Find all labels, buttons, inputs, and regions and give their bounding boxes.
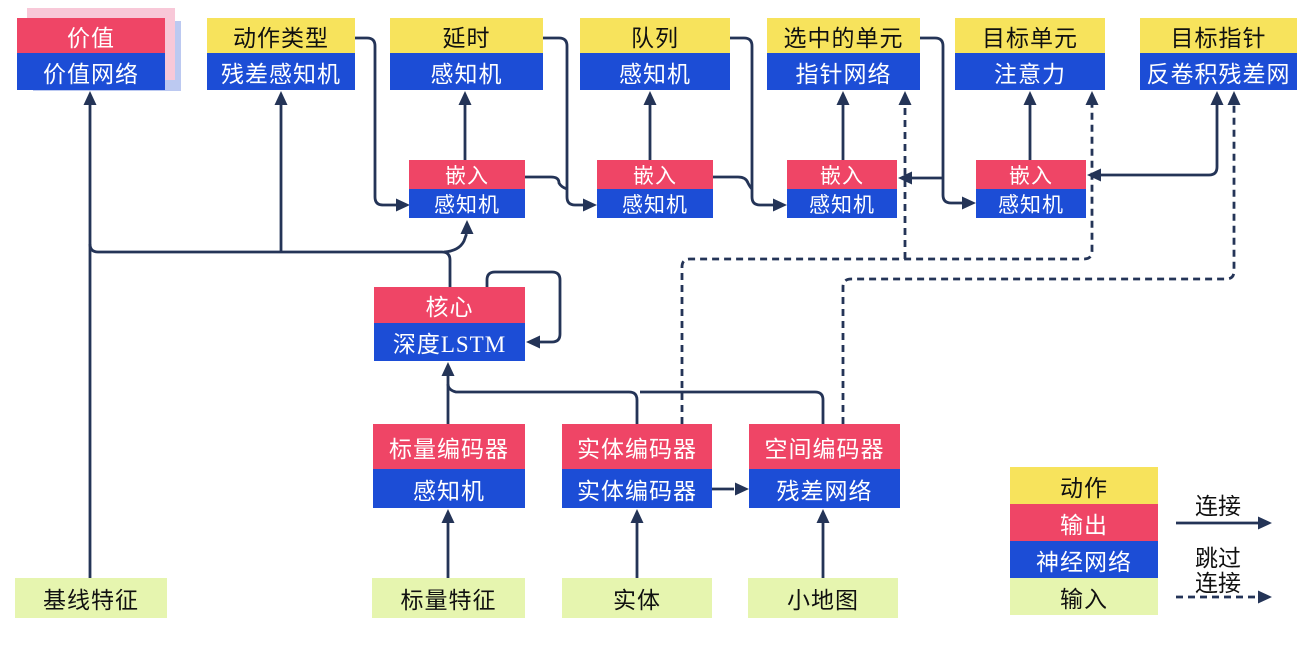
head-action-type-network-label: 残差感知机 bbox=[207, 53, 355, 90]
head-target-point-label: 目标指针 bbox=[1140, 18, 1297, 53]
input-scalar-features: 标量特征 bbox=[372, 578, 525, 618]
head-value-network-label: 价值网络 bbox=[17, 53, 165, 90]
edge-actiontype-to-embedding1 bbox=[355, 36, 396, 207]
head-queue: 队列 感知机 bbox=[580, 18, 730, 90]
legend-action-swatch: 动作 bbox=[1010, 467, 1158, 504]
edge-embedding2-to-embedding3 bbox=[713, 175, 754, 190]
head-selected-units-network-label: 指针网络 bbox=[767, 53, 920, 90]
edge-core-output-bus bbox=[88, 243, 452, 287]
arrowheads bbox=[83, 91, 1272, 604]
input-minimap: 小地图 bbox=[748, 578, 898, 618]
edge-embedding4-targetpoint bbox=[1101, 104, 1219, 177]
spatial-encoder-label: 空间编码器 bbox=[749, 424, 900, 469]
entity-encoder-label: 实体编码器 bbox=[562, 424, 712, 469]
edge-spatialencoder-to-core bbox=[640, 390, 825, 424]
head-target-unit: 目标单元 注意力 bbox=[955, 18, 1105, 90]
edge-bus-to-embedding1 bbox=[443, 233, 468, 254]
legend-output-swatch: 输出 bbox=[1010, 504, 1158, 541]
head-queue-network-label: 感知机 bbox=[580, 53, 730, 90]
core-block: 核心 深度LSTM bbox=[374, 287, 525, 361]
skip-spatialencoder bbox=[841, 105, 1236, 424]
entity-encoder-network-label: 实体编码器 bbox=[562, 469, 712, 508]
core-label: 核心 bbox=[374, 287, 525, 323]
edge-delay-to-embedding2 bbox=[543, 36, 583, 207]
embedding-3: 嵌入 感知机 bbox=[787, 160, 897, 218]
legend-dashed-label-line2: 连接 bbox=[1195, 571, 1241, 596]
edge-queue-to-embedding3 bbox=[730, 36, 773, 207]
head-value: 价值 价值网络 bbox=[17, 18, 165, 90]
embedding-4: 嵌入 感知机 bbox=[976, 160, 1086, 218]
edge-entityencoder-to-core bbox=[446, 383, 639, 424]
embedding-1: 嵌入 感知机 bbox=[409, 160, 525, 218]
edge-lstm-loop bbox=[485, 270, 562, 344]
embedding-4-network-label: 感知机 bbox=[976, 189, 1086, 218]
head-target-unit-network-label: 注意力 bbox=[955, 53, 1105, 90]
embedding-1-network-label: 感知机 bbox=[409, 189, 525, 218]
embedding-1-label: 嵌入 bbox=[409, 160, 525, 189]
input-entities: 实体 bbox=[562, 578, 712, 618]
legend-network-swatch: 神经网络 bbox=[1010, 541, 1158, 578]
legend-solid-arrow-label: 连接 bbox=[1195, 494, 1241, 519]
head-delay-label: 延时 bbox=[390, 18, 543, 53]
embedding-2: 嵌入 感知机 bbox=[597, 160, 713, 218]
embedding-3-network-label: 感知机 bbox=[787, 189, 897, 218]
embedding-4-label: 嵌入 bbox=[976, 160, 1086, 189]
embedding-2-network-label: 感知机 bbox=[597, 189, 713, 218]
embedding-3-label: 嵌入 bbox=[787, 160, 897, 189]
head-action-type: 动作类型 残差感知机 bbox=[207, 18, 355, 90]
legend-dashed-arrow-label: 跳过 连接 bbox=[1168, 546, 1268, 596]
spatial-encoder: 空间编码器 残差网络 bbox=[749, 424, 900, 508]
head-value-output-label: 价值 bbox=[17, 18, 165, 53]
embedding-2-label: 嵌入 bbox=[597, 160, 713, 189]
head-queue-label: 队列 bbox=[580, 18, 730, 53]
edge-selectedunits-to-embedding4 bbox=[920, 36, 962, 205]
legend-input-swatch: 输入 bbox=[1010, 578, 1158, 615]
head-action-type-label: 动作类型 bbox=[207, 18, 355, 53]
entity-encoder: 实体编码器 实体编码器 bbox=[562, 424, 712, 508]
head-selected-units: 选中的单元 指针网络 bbox=[767, 18, 920, 90]
head-delay-network-label: 感知机 bbox=[390, 53, 543, 90]
scalar-encoder: 标量编码器 感知机 bbox=[373, 424, 525, 508]
scalar-encoder-network-label: 感知机 bbox=[373, 469, 525, 508]
spatial-encoder-network-label: 残差网络 bbox=[749, 469, 900, 508]
core-network-label: 深度LSTM bbox=[374, 323, 525, 361]
scalar-encoder-label: 标量编码器 bbox=[373, 424, 525, 469]
head-target-point-network-label: 反卷积残差网 bbox=[1140, 53, 1297, 90]
head-selected-units-label: 选中的单元 bbox=[767, 18, 920, 53]
head-target-point: 目标指针 反卷积残差网 bbox=[1140, 18, 1297, 90]
input-baseline-features: 基线特征 bbox=[15, 578, 167, 618]
legend-dashed-label-line1: 跳过 bbox=[1195, 546, 1241, 571]
head-delay: 延时 感知机 bbox=[390, 18, 543, 90]
legend: 动作 输出 神经网络 输入 bbox=[1010, 467, 1158, 615]
edge-embedding1-to-embedding2 bbox=[525, 175, 568, 191]
head-target-unit-label: 目标单元 bbox=[955, 18, 1105, 53]
skip-entityencoder bbox=[680, 105, 1094, 424]
